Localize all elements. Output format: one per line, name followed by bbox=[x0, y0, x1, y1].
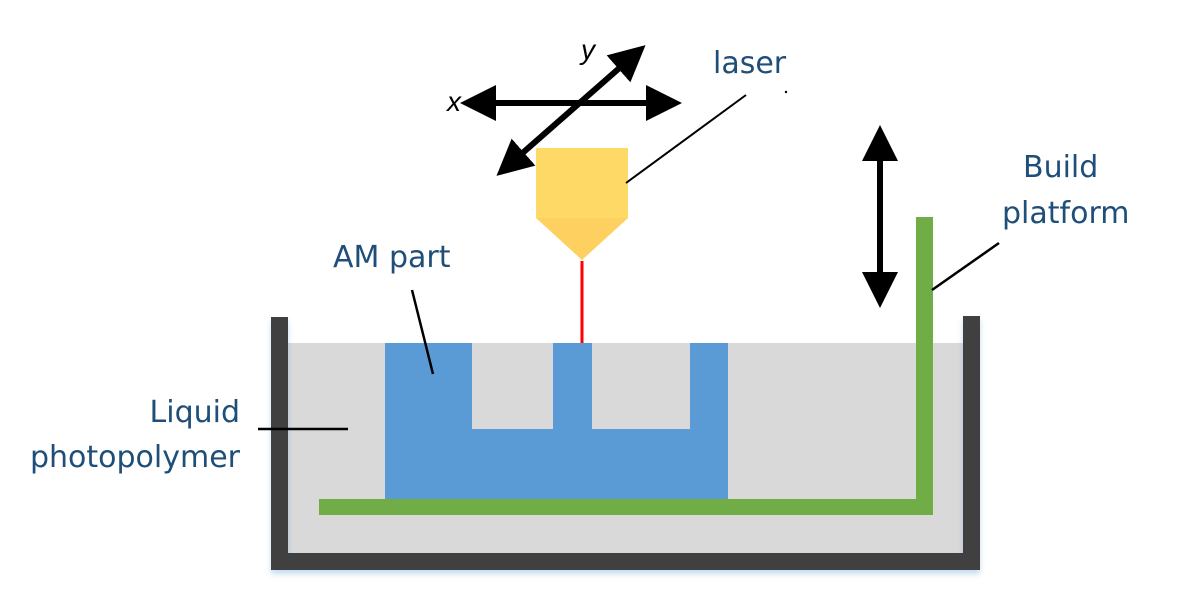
build-platform-label-line2: platform bbox=[1002, 196, 1129, 231]
x-axis-label: x bbox=[445, 86, 462, 117]
laser-head bbox=[536, 148, 628, 260]
laser-leader-dot bbox=[784, 90, 788, 94]
am-part-leader-line bbox=[410, 289, 435, 375]
build-platform-label-line1: Build bbox=[1023, 150, 1098, 185]
am-part bbox=[385, 343, 728, 499]
laser-label: laser bbox=[713, 46, 787, 81]
liquid-label-line1: Liquid bbox=[150, 395, 240, 430]
liquid-label-line2: photopolymer bbox=[30, 440, 241, 475]
vat-tank bbox=[271, 316, 980, 570]
build-platform bbox=[319, 217, 933, 515]
am-part-label: AM part bbox=[333, 240, 451, 275]
laser-leader-line bbox=[625, 94, 747, 184]
y-axis-label: y bbox=[579, 34, 597, 65]
platform-leader-line bbox=[931, 241, 1000, 292]
y-axis-arrow-icon bbox=[496, 45, 646, 176]
